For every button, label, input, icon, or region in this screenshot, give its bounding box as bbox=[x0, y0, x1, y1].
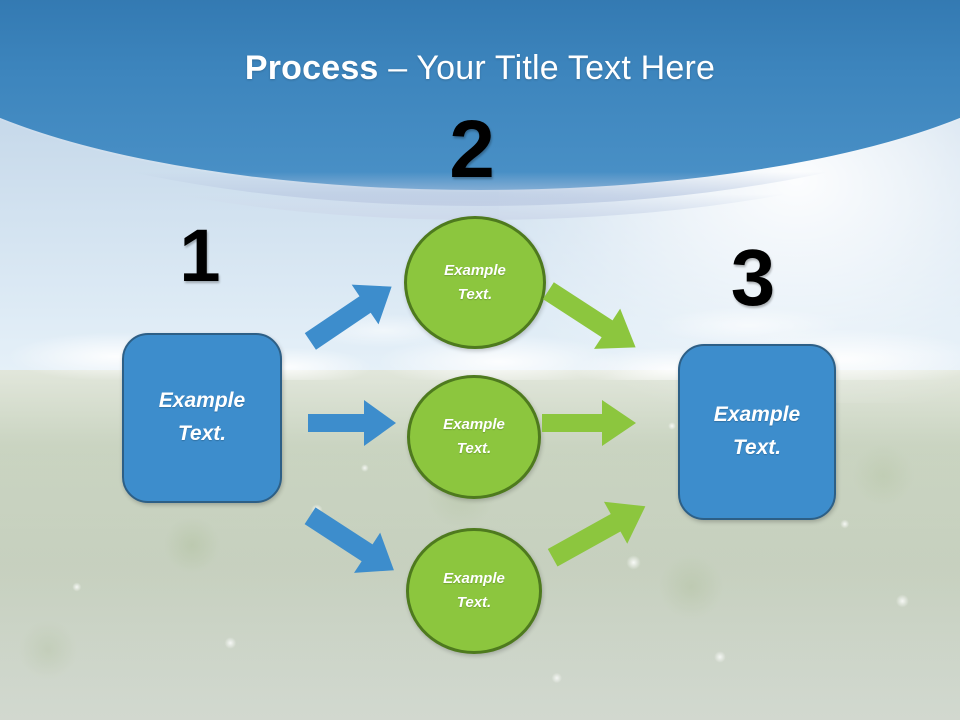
process-circle-bottom-line2: Text. bbox=[456, 594, 492, 611]
process-box-left-line2: Text. bbox=[177, 422, 227, 445]
arrow-green-up-icon bbox=[540, 492, 658, 577]
page-title-strong: Process bbox=[244, 49, 379, 87]
process-circle-middle-line2: Text. bbox=[456, 440, 492, 457]
process-circle-top-line2: Text. bbox=[457, 285, 493, 303]
process-circle-bottom[interactable]: Example Text. bbox=[406, 528, 542, 654]
page-title: Process – Your Title Text Here bbox=[0, 49, 960, 87]
process-box-left[interactable]: Example Text. bbox=[122, 333, 282, 503]
process-box-right-line1: Example bbox=[713, 403, 801, 427]
step-number-1: 1 bbox=[179, 214, 221, 297]
process-circle-top[interactable]: Example Text. bbox=[404, 216, 546, 349]
process-circle-bottom-line1: Example bbox=[443, 570, 505, 587]
page-title-separator: – bbox=[378, 49, 417, 87]
step-number-3: 3 bbox=[730, 233, 776, 322]
page-title-light: Your Title Text Here bbox=[416, 49, 716, 87]
process-box-right[interactable]: Example Text. bbox=[678, 344, 836, 520]
arrow-blue-down-icon bbox=[296, 504, 408, 587]
step-number-2: 2 bbox=[449, 104, 495, 195]
arrow-green-right-icon bbox=[540, 396, 638, 455]
arrow-green-down-icon bbox=[534, 280, 650, 363]
process-circle-middle[interactable]: Example Text. bbox=[407, 375, 541, 499]
process-circle-middle-line1: Example bbox=[443, 416, 505, 433]
arrow-blue-up-icon bbox=[296, 276, 406, 357]
arrow-blue-right-icon bbox=[306, 396, 398, 455]
process-box-right-line2: Text. bbox=[732, 436, 782, 459]
process-box-left-line1: Example bbox=[158, 389, 246, 413]
process-circle-top-line1: Example bbox=[444, 261, 506, 279]
